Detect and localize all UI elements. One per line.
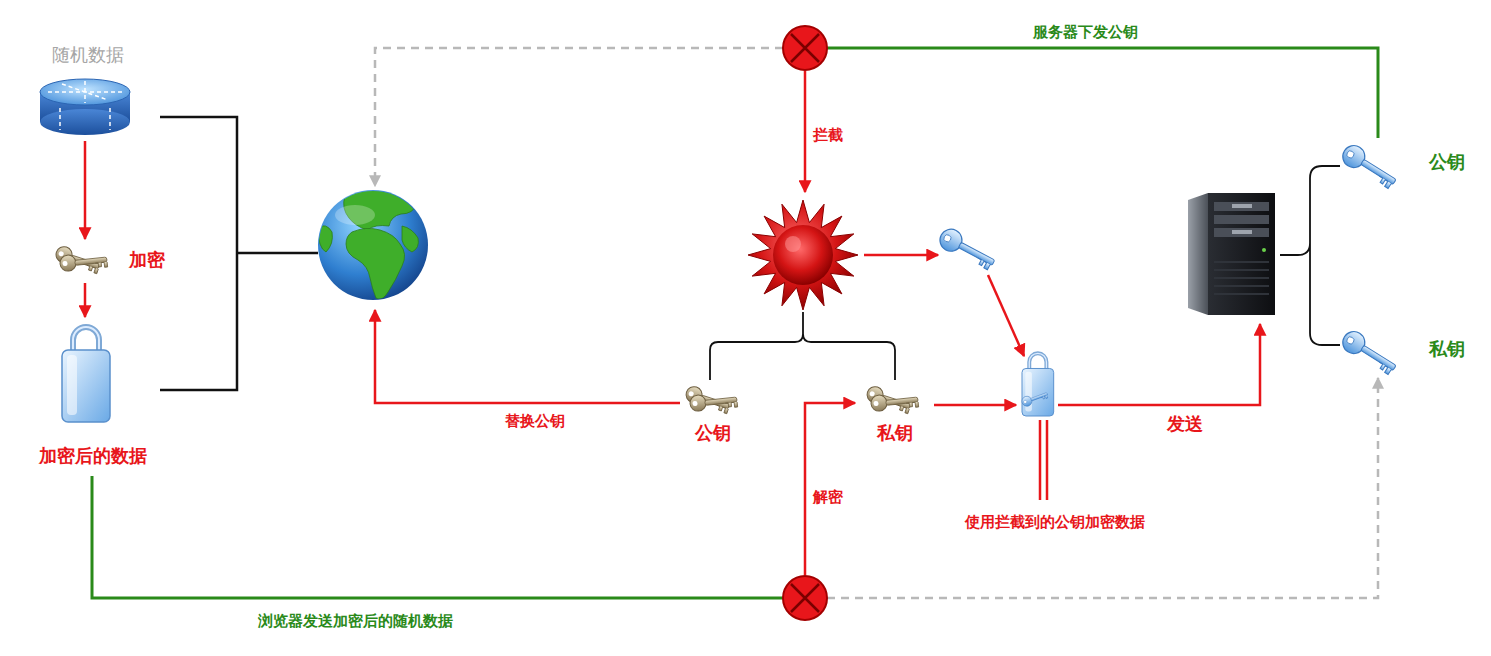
key-icon (936, 225, 998, 272)
node-label: 私钥 (877, 423, 913, 445)
node-label: 加密后的数据 (39, 446, 147, 468)
globe-icon (318, 189, 428, 300)
bracket (1280, 166, 1340, 345)
red-arrow (988, 275, 1024, 356)
node-label: 公钥 (1429, 152, 1465, 174)
dashed-line (827, 378, 1378, 598)
server-icon (1188, 193, 1275, 315)
node-label: 加密 (129, 250, 165, 272)
double-line (1040, 420, 1047, 500)
key-icon (1339, 327, 1401, 377)
flow-arrow (84, 141, 87, 239)
intercept-mark (783, 26, 827, 70)
red-arrow (805, 403, 855, 575)
node-label: 私钥 (1429, 339, 1465, 361)
icon-node: 公钥 (1340, 138, 1465, 188)
node-label: 随机数据 (52, 45, 124, 67)
red-arrow (1058, 324, 1260, 405)
keys-icon (54, 245, 108, 274)
icon-node: 私钥 (1340, 324, 1465, 376)
icon-node: 公钥 (675, 383, 750, 445)
lock-icon (62, 327, 110, 422)
keys-icon (865, 385, 919, 414)
key-icon (1339, 141, 1401, 191)
icon-node: 加密后的数据 (20, 318, 165, 468)
red-arrow (375, 310, 680, 403)
key-icon (1021, 389, 1049, 407)
icon-node: 私钥 (857, 383, 932, 445)
icon-node: 加密 (50, 240, 165, 282)
green-line (92, 476, 783, 598)
red-arrow (934, 404, 1016, 407)
intercept-mark (783, 576, 827, 620)
annotation: 服务器下发公钥 (1031, 23, 1140, 41)
annotation: 发送 (1165, 414, 1205, 436)
annotation: 使用拦截到的公钥加密数据 (963, 513, 1147, 531)
green-line (827, 48, 1378, 138)
flow-arrow (84, 283, 87, 317)
bracket (710, 312, 895, 380)
bracket (160, 117, 318, 390)
annotation: 拦截 (811, 126, 845, 144)
database-icon (40, 79, 130, 135)
annotation: 浏览器发送加密后的随机数据 (256, 612, 455, 630)
red-arrow (804, 71, 807, 192)
annotation: 解密 (811, 488, 845, 506)
red-arrow (864, 254, 938, 257)
keys-icon (684, 385, 738, 414)
lock-icon (1022, 353, 1054, 416)
dashed-line (375, 48, 783, 186)
annotation: 替换公钥 (503, 412, 567, 430)
node-label: 公钥 (695, 423, 731, 445)
attacker-icon (748, 200, 858, 310)
icon-node: 随机数据 (30, 45, 145, 140)
